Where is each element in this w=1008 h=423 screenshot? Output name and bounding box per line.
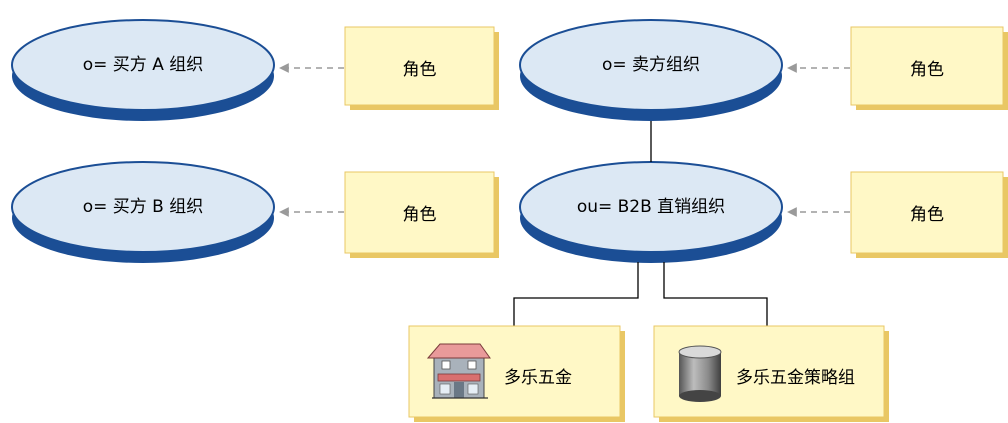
role-note-buyer-a-label: 角色 [402,59,437,80]
leaf-node-store-label: 多乐五金 [504,367,572,388]
org-node-seller-label: o= 卖方组织 [601,54,701,75]
role-note-seller-label: 角色 [910,59,944,80]
org-node-buyer-a-label: o= 买方 A 组织 [82,54,204,75]
role-note-b2b[interactable] [850,171,1008,258]
org-node-buyer-b[interactable] [11,161,275,263]
database-cylinder-icon [678,345,722,402]
org-node-buyer-a[interactable] [11,19,275,121]
role-note-buyer-a[interactable] [344,26,499,110]
store-icon [426,343,491,399]
role-note-b2b-label: 角色 [910,204,944,225]
org-node-b2b[interactable] [519,161,783,263]
org-node-buyer-b-label: o= 买方 B 组织 [82,196,204,217]
org-node-seller[interactable] [519,19,783,121]
role-note-buyer-b-label: 角色 [402,204,437,225]
role-note-seller[interactable] [850,26,1008,110]
org-node-b2b-label: ou= B2B 直销组织 [576,196,726,217]
leaf-node-policy-group-label: 多乐五金策略组 [736,367,855,388]
tree-connectors [513,121,768,326]
role-note-buyer-b[interactable] [344,171,499,258]
